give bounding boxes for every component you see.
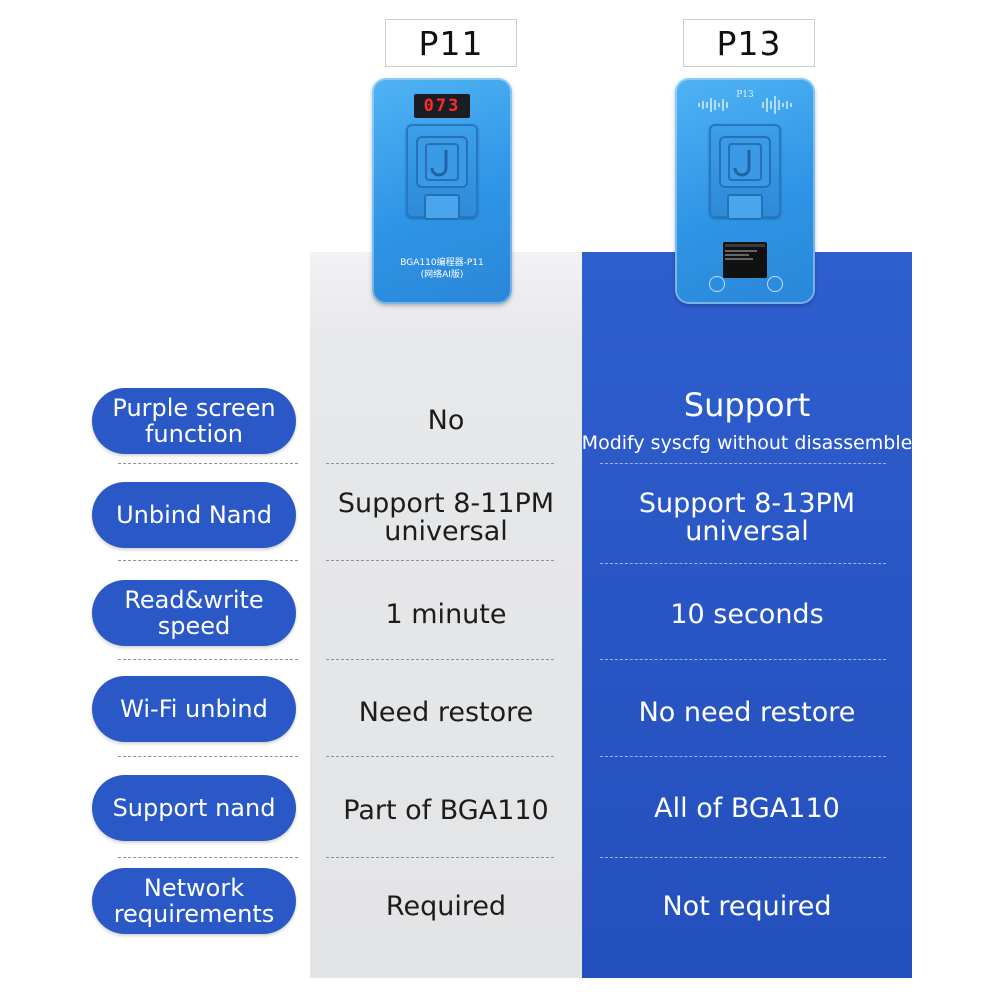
divider <box>600 756 886 757</box>
p13-header: P13 <box>683 19 815 67</box>
device-mark: P13 <box>736 90 754 100</box>
fingerprint-icon <box>709 276 725 292</box>
p11-purple-screen: No <box>427 405 465 436</box>
p11-network: Required <box>385 891 507 922</box>
row-label-network: Network requirements <box>92 868 296 934</box>
p11-unbind-nand: Support 8-11PM universal <box>337 488 555 547</box>
divider <box>600 857 886 858</box>
mic-icon <box>767 276 783 292</box>
divider <box>600 659 886 660</box>
row-label-purple-screen: Purple screen function <box>92 388 296 454</box>
p13-network: Not required <box>662 891 832 922</box>
divider <box>118 560 298 561</box>
divider <box>600 463 886 464</box>
divider <box>118 857 298 858</box>
p11-wifi-unbind: Need restore <box>358 697 534 728</box>
socket-icon <box>709 124 781 220</box>
divider <box>118 463 298 464</box>
divider <box>600 563 886 564</box>
row-label-support-nand: Support nand <box>92 775 296 841</box>
p13-read-write-speed: 10 seconds <box>670 599 824 630</box>
p13-purple-screen-value: Support <box>683 386 811 424</box>
row-label-wifi-unbind: Wi-Fi unbind <box>92 676 296 742</box>
divider <box>326 463 554 464</box>
p13-device-image: P13 <box>675 78 815 304</box>
p13-purple-screen-note: Modify syscfg without disassemble <box>581 432 913 454</box>
divider <box>118 659 298 660</box>
p13-purple-screen: Support Modify syscfg without disassembl… <box>581 378 913 464</box>
p13-support-nand: All of BGA110 <box>654 793 840 824</box>
divider <box>326 659 554 660</box>
row-label-unbind-nand: Unbind Nand <box>92 482 296 548</box>
p11-read-write-speed: 1 minute <box>385 599 507 630</box>
divider <box>326 857 554 858</box>
waveform-icon <box>698 96 792 114</box>
p11-header: P11 <box>385 19 517 67</box>
row-label-read-write-speed: Read&write speed <box>92 580 296 646</box>
divider <box>118 756 298 757</box>
socket-icon <box>406 124 478 220</box>
p13-wifi-unbind: No need restore <box>638 697 856 728</box>
p11-support-nand: Part of BGA110 <box>343 795 549 826</box>
p11-device-image: 073 BGA110编程器-P11 (网络AI版) <box>372 78 512 304</box>
divider <box>326 560 554 561</box>
p13-unbind-nand: Support 8-13PM universal <box>638 488 856 547</box>
oled-screen <box>723 242 767 278</box>
device-sublabel: (网络AI版) <box>420 270 464 280</box>
led-display: 073 <box>414 94 470 118</box>
device-label: BGA110编程器-P11 <box>400 258 484 268</box>
divider <box>326 756 554 757</box>
